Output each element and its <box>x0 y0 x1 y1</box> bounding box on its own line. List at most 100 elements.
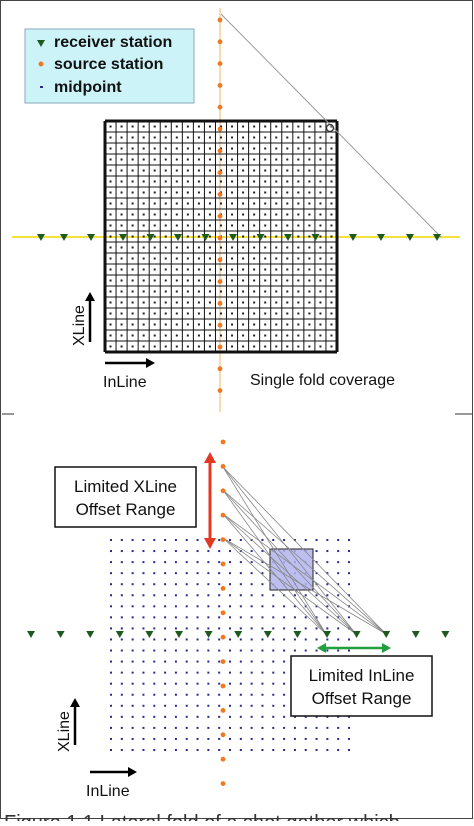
midpoint-dot <box>164 682 167 685</box>
midpoint-dot <box>142 715 145 718</box>
midpoint-dot <box>197 213 200 216</box>
midpoint-dot <box>272 616 275 619</box>
midpoint-dot <box>207 605 210 608</box>
figure-caption: Figure 1.1 Lateral fold of a shot gather… <box>4 812 400 821</box>
midpoint-dot <box>220 147 222 150</box>
midpoint-dot <box>229 605 231 608</box>
midpoint-dot <box>120 594 123 597</box>
midpoint-dot <box>208 136 211 139</box>
source-station <box>220 488 226 494</box>
midpoint-dot <box>186 125 189 128</box>
midpoint-dot <box>348 561 350 564</box>
midpoint-dot <box>164 213 167 216</box>
midpoint-dot <box>131 147 134 150</box>
midpoint-dot <box>131 202 134 205</box>
midpoint-dot <box>330 301 333 304</box>
midpoint-dot <box>275 125 278 128</box>
midpoint-dot <box>261 749 264 751</box>
midpoint-dot <box>220 125 222 128</box>
midpoint-dot <box>164 246 167 249</box>
midpoint-dot <box>174 550 177 553</box>
midpoint-dot <box>293 726 296 729</box>
midpoint-dot <box>120 649 123 652</box>
midpoint-dot <box>220 246 222 249</box>
midpoint-dot <box>164 268 167 271</box>
midpoint-dot <box>319 191 322 194</box>
midpoint-dot <box>297 312 300 315</box>
midpoint-dot <box>293 638 296 641</box>
midpoint-dot <box>330 147 333 150</box>
midpoint-dot <box>286 257 289 260</box>
midpoint-dot <box>153 158 156 161</box>
midpoint-dot <box>196 726 199 729</box>
midpoint-dot <box>153 572 156 575</box>
midpoint-dot <box>275 312 278 315</box>
midpoint-dot <box>239 682 242 685</box>
midpoint-dot <box>207 726 210 729</box>
midpoint-dot <box>253 224 256 227</box>
midpoint-dot <box>218 638 221 641</box>
midpoint-dot <box>142 605 145 608</box>
midpoint-dot <box>242 147 245 150</box>
midpoint-dot <box>337 539 340 541</box>
receiver-station <box>86 631 95 638</box>
midpoint-dot <box>174 660 177 663</box>
midpoint-dot <box>337 561 340 564</box>
midpoint-dot <box>175 125 178 128</box>
midpoint-dot <box>319 246 322 249</box>
midpoint-dot <box>218 726 221 729</box>
midpoint-dot <box>330 246 333 249</box>
midpoint-dot <box>186 268 189 271</box>
midpoint-dot <box>319 268 322 271</box>
source-station <box>220 683 226 689</box>
midpoint-dot <box>174 693 177 696</box>
midpoint-dot <box>153 726 156 729</box>
midpoint-dot <box>120 323 123 326</box>
midpoint-dot <box>120 660 123 663</box>
receiver-stations-bottom <box>27 631 450 638</box>
midpoint-dot <box>283 682 286 685</box>
midpoint-dot <box>185 660 188 663</box>
midpoint-dot <box>229 749 231 751</box>
ray-path <box>222 537 357 635</box>
midpoint-dot <box>153 323 156 326</box>
midpoint-dot <box>142 671 145 674</box>
inline-axis-label-bottom: InLine <box>86 783 130 800</box>
receiver-station <box>174 234 182 241</box>
midpoint-dot <box>131 726 134 729</box>
midpoint-dot <box>185 671 188 674</box>
midpoint-dot <box>304 616 307 619</box>
midpoint-dot <box>261 693 264 696</box>
midpoint-dot <box>264 158 267 161</box>
midpoint-dot <box>186 312 189 315</box>
receiver-station <box>349 234 357 241</box>
midpoint-dot <box>283 539 286 541</box>
midpoint-dot <box>185 638 188 641</box>
midpoint-dot <box>220 268 222 271</box>
receiver-station <box>146 234 155 241</box>
midpoint-dot <box>242 257 245 260</box>
midpoint-dot <box>264 235 267 238</box>
midpoint-dot <box>196 715 199 718</box>
receiver-station <box>433 234 441 241</box>
midpoint-dot <box>120 572 123 575</box>
midpoint-dot <box>261 572 264 575</box>
midpoint-dot <box>153 169 156 172</box>
midpoint-dot <box>337 583 340 586</box>
midpoint-dot <box>218 539 221 541</box>
midpoint-dot <box>110 539 112 541</box>
midpoint-dot <box>142 268 145 271</box>
midpoint-dot <box>153 312 156 315</box>
midpoint-dot <box>186 345 189 348</box>
midpoint-dot <box>207 715 210 718</box>
midpoint-dot <box>197 301 200 304</box>
source-station <box>217 213 223 219</box>
midpoint-dot <box>253 312 256 315</box>
midpoint-dot <box>186 279 189 282</box>
midpoint-dot <box>218 749 221 751</box>
midpoint-dot <box>231 257 234 260</box>
midpoint-dot <box>120 290 123 293</box>
midpoint-dot <box>319 147 322 150</box>
midpoint-dot <box>231 290 234 293</box>
midpoint-dot <box>131 246 134 249</box>
